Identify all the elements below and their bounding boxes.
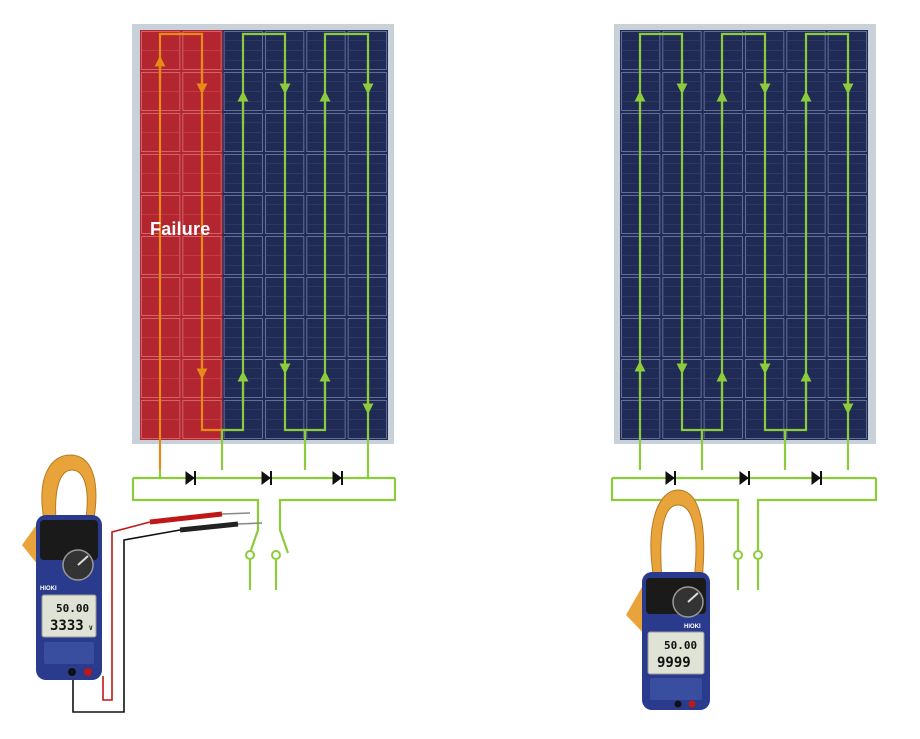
diode-icon (665, 471, 676, 485)
failure-label: Failure (150, 219, 211, 239)
button-panel (650, 678, 702, 700)
diode-icon (739, 471, 750, 485)
v-jack-icon (84, 668, 92, 676)
diode-icon (185, 471, 196, 485)
v-jack-icon (688, 700, 696, 708)
left-meter-lcd-bottom: 3333 (50, 618, 84, 634)
left-junction-box (131, 470, 397, 590)
right-meter-lcd-bottom: 9999 (657, 655, 691, 671)
com-jack-icon (674, 700, 682, 708)
right-terminals (733, 550, 763, 560)
right-current-paths (634, 32, 854, 470)
left-clamp-meter: HIOKI 50.00 3333 V (22, 454, 102, 680)
dial-panel (40, 520, 98, 560)
left-terminals (245, 550, 281, 560)
failed-current-path (154, 32, 222, 470)
button-panel (44, 642, 94, 664)
right-clamp-meter: HIOKI 50.00 9999 (626, 489, 710, 710)
com-jack-icon (68, 668, 76, 676)
left-solar-module (132, 24, 394, 444)
left-bypass-diodes (185, 471, 343, 485)
left-meter-brand: HIOKI (40, 586, 57, 592)
left-current-paths (220, 32, 374, 470)
lcd-screen (647, 631, 705, 675)
left-meter-lcd-top: 50.00 (56, 602, 89, 615)
test-leads (72, 511, 263, 713)
red-probe-icon (149, 511, 251, 525)
left-meter-lcd-unit: V (89, 625, 93, 632)
black-probe-icon (179, 521, 263, 533)
diode-icon (261, 471, 272, 485)
right-solar-module (614, 24, 876, 444)
clamp-jaw-icon (41, 454, 97, 521)
right-module-cells (620, 30, 868, 440)
failed-cell-string (140, 30, 223, 440)
clamp-jaw-icon (650, 489, 705, 581)
diode-icon (332, 471, 343, 485)
right-bypass-diodes (665, 471, 822, 485)
right-meter-lcd-top: 50.00 (664, 639, 697, 652)
right-meter-brand: HIOKI (684, 624, 701, 630)
diode-icon (811, 471, 822, 485)
lcd-screen (41, 594, 97, 638)
